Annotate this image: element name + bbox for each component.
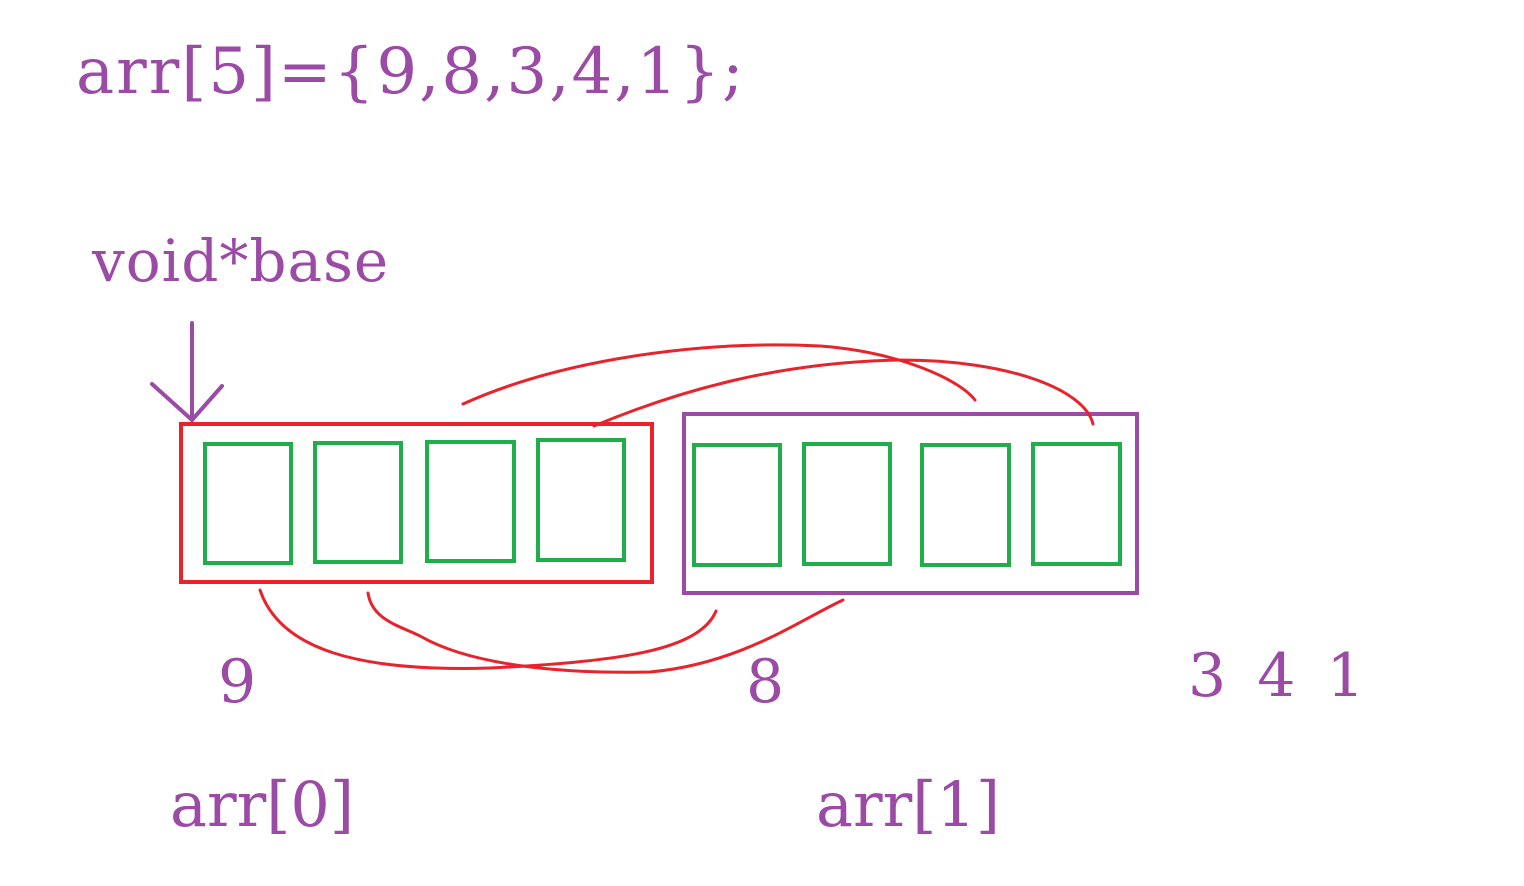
byte-cell (536, 438, 626, 562)
pointer-label: void*base (92, 227, 390, 295)
swap-curve (258, 588, 718, 670)
byte-cell (692, 443, 782, 567)
swap-curve (461, 343, 977, 406)
value-first: 9 (218, 647, 257, 717)
byte-cell (425, 440, 516, 563)
byte-cell (1031, 442, 1122, 566)
element-label-arr1: arr[1] (816, 768, 1001, 841)
byte-cell (203, 442, 293, 565)
swap-curve (366, 591, 845, 674)
value-rest: 3 4 1 (1188, 641, 1365, 711)
element-label-arr0: arr[0] (170, 768, 355, 841)
byte-cell (802, 442, 892, 566)
byte-cell (920, 443, 1011, 567)
byte-cell (313, 441, 403, 564)
element-box-arr0 (179, 422, 654, 584)
array-declaration: arr[5]={9,8,3,4,1}; (76, 35, 746, 109)
value-second: 8 (746, 647, 785, 717)
swap-curve (592, 358, 1095, 428)
element-box-arr1 (682, 412, 1139, 595)
down-arrow-icon (150, 321, 224, 422)
